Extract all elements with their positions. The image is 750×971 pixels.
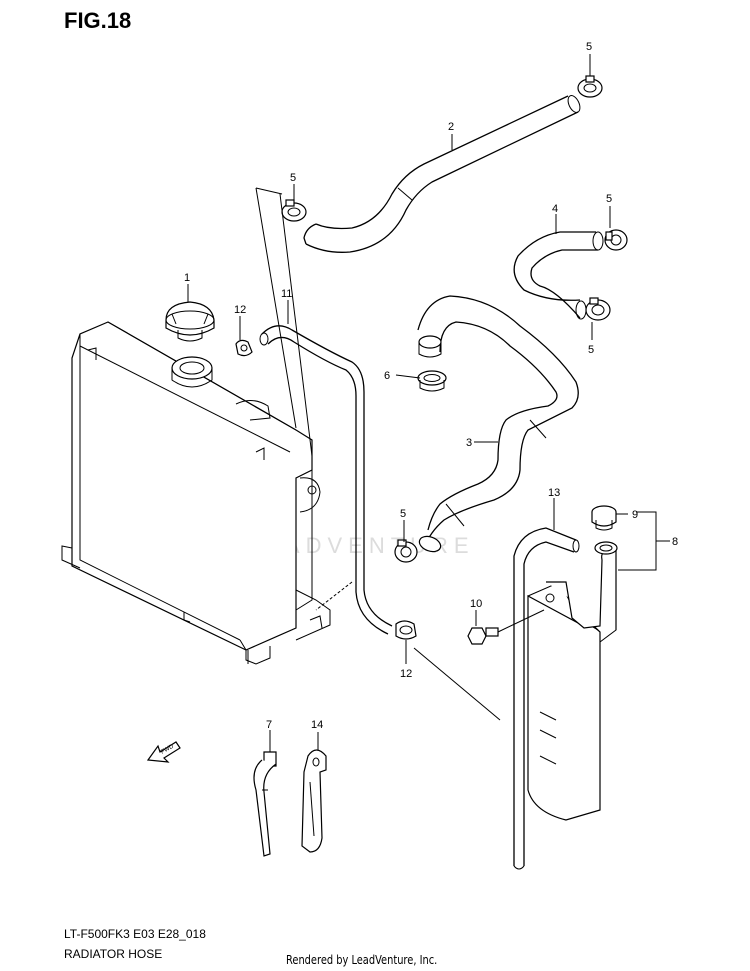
radiator-cap — [165, 301, 215, 342]
hose-clip-upper — [235, 339, 253, 357]
bypass-hose — [259, 325, 393, 635]
forward-arrow-icon: FWD — [146, 741, 181, 763]
callout-12b: 12 — [400, 668, 412, 680]
callout-1: 1 — [184, 272, 190, 284]
render-credit: Rendered by LeadVenture, Inc. — [286, 953, 438, 967]
callout-12a: 12 — [234, 304, 246, 316]
callout-14: 14 — [311, 719, 323, 731]
clamp-5b — [281, 199, 307, 222]
section-name: RADIATOR HOSE — [64, 947, 163, 961]
callout-7: 7 — [266, 719, 272, 731]
radiator-hose-upper — [303, 95, 581, 253]
callout-10: 10 — [470, 598, 482, 610]
bolt — [467, 609, 545, 645]
callout-6: 6 — [384, 370, 390, 382]
callout-5e: 5 — [400, 508, 406, 520]
callout-5a: 5 — [586, 41, 592, 53]
reservoir-cap — [591, 505, 617, 531]
callout-5d: 5 — [588, 344, 594, 356]
radiator-hose-small — [513, 231, 604, 320]
callout-11: 11 — [281, 288, 292, 300]
hose-clip-lower — [395, 620, 417, 640]
model-code: LT-F500FK3 E03 E28_018 — [64, 927, 206, 941]
figure-title: FIG.18 — [64, 8, 132, 33]
clamp-band — [301, 749, 327, 853]
overflow-hose — [513, 527, 580, 870]
callout-13: 13 — [548, 487, 560, 499]
clamp-5e — [394, 539, 418, 563]
callout-4: 4 — [552, 203, 558, 215]
clamp-5d — [585, 297, 611, 321]
clamp-6 — [417, 370, 447, 392]
callout-8: 8 — [672, 536, 678, 548]
callout-9: 9 — [632, 509, 638, 521]
callout-5b: 5 — [290, 172, 296, 184]
callout-5c: 5 — [606, 193, 612, 205]
reservoir-tank — [527, 541, 618, 821]
radiator-hose-lower — [417, 295, 579, 553]
callout-2: 2 — [448, 121, 454, 133]
clamp-5a — [577, 75, 603, 98]
radiator — [61, 321, 331, 665]
callout-3: 3 — [466, 437, 472, 449]
callout-labels: 5 2 5 4 5 1 12 11 5 6 3 13 5 9 8 10 12 7… — [184, 41, 678, 731]
leader-lines — [187, 54, 670, 752]
cable-tie — [253, 751, 277, 857]
clamp-5c — [604, 229, 628, 251]
